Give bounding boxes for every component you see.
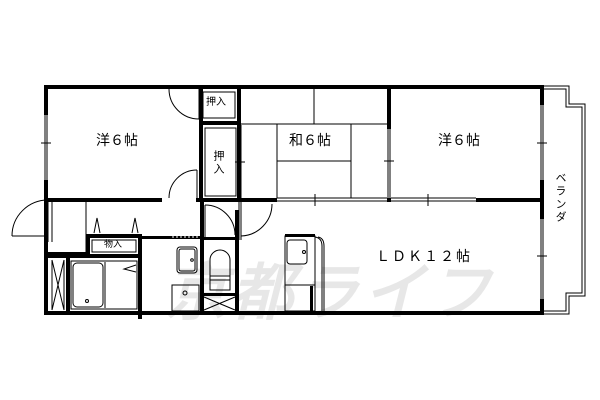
veranda-label: ベランダ xyxy=(554,172,567,224)
room-label-western-2: 洋６帖 xyxy=(438,133,480,149)
room-label-ldk: ＬＤＫ１２帖 xyxy=(376,249,472,265)
watermark-text: 京都ライフ xyxy=(165,256,496,329)
closet-label-top: 押入 xyxy=(206,97,226,108)
storage-label-hall: 物入 xyxy=(104,240,123,250)
room-label-japanese: 和６帖 xyxy=(289,133,331,149)
closet-label-side: 押入 xyxy=(212,150,225,176)
room-label-western-1: 洋６帖 xyxy=(96,133,138,149)
